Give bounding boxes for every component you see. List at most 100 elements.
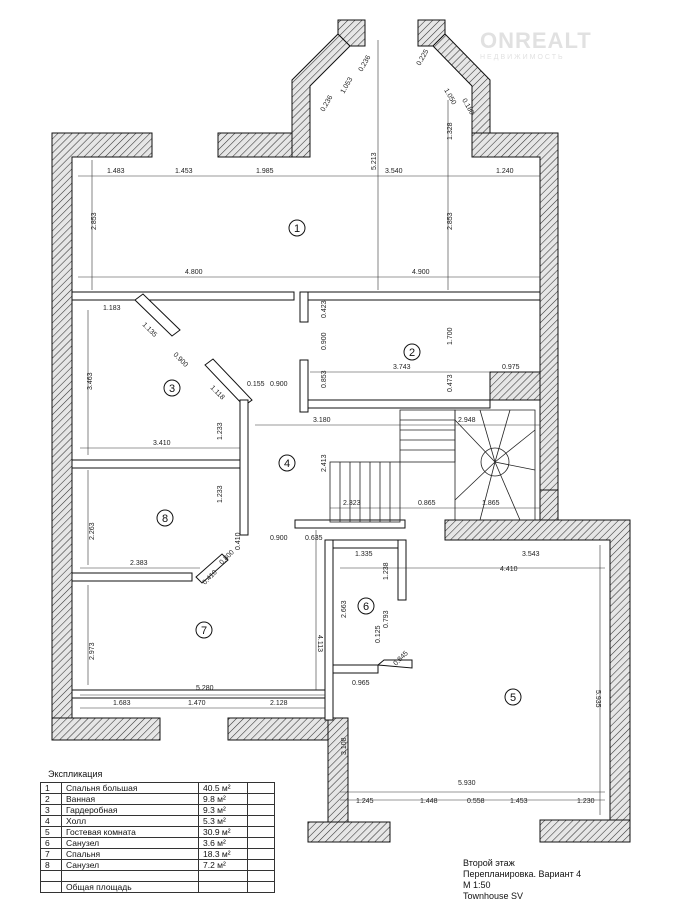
legend-cell-area: 7.2 м²: [198, 859, 248, 871]
dim-label: 1.453: [175, 168, 193, 175]
wall-notch-right: [489, 371, 541, 401]
dim-label: 0.965: [352, 680, 370, 687]
dim-label: 5.935: [594, 690, 601, 708]
dim-label: 1.483: [107, 168, 125, 175]
dim-label: 0.236: [358, 54, 373, 73]
legend-cell-area: 5.3 м²: [198, 815, 248, 827]
room-8-number: 8: [162, 513, 168, 525]
dim-label: 0.900: [270, 381, 288, 388]
legend-row: Общая площадь: [40, 881, 275, 893]
dim-label: 1.335: [355, 551, 373, 558]
legend-cell-name: Санузел: [61, 837, 199, 849]
watermark-sub: НЕДВИЖИМОСТЬ: [480, 54, 565, 61]
room-1-number: 1: [294, 223, 300, 235]
dim-label: 5.213: [371, 152, 378, 170]
dim-label: 1.683: [113, 700, 131, 707]
legend-cell-number: [40, 881, 62, 893]
room-markers: 1 2 3 4 5 6 7 8: [156, 219, 522, 706]
interior-walls: [71, 291, 541, 721]
dim-label: 0.900: [321, 332, 328, 350]
dim-label: 1.230: [577, 798, 595, 805]
dim-label: 4.113: [316, 635, 323, 652]
bay-wall-left: [291, 33, 351, 158]
legend-cell-empty: [247, 782, 275, 794]
dim-label: 1.233: [217, 422, 224, 440]
legend-cell-name: Спальня большая: [61, 782, 199, 794]
dim-label: 1.453: [510, 798, 528, 805]
wall-bottom-mid: [227, 717, 329, 741]
room-3-number: 3: [169, 383, 175, 395]
legend-cell-area: 3.6 м²: [198, 837, 248, 849]
legend-cell-number: 2: [40, 793, 62, 805]
dim-label: 2.853: [91, 212, 98, 230]
wall-right-upper: [471, 132, 559, 521]
legend-cell-name: Спальня: [61, 848, 199, 860]
room-4-number: 4: [284, 458, 290, 470]
dim-label: 3.463: [87, 372, 94, 390]
caption-floor: Второй этаж: [463, 858, 515, 868]
dim-label: 0.236: [320, 94, 335, 113]
legend-cell-number: 8: [40, 859, 62, 871]
dim-label: 1.135: [141, 321, 158, 338]
caption-project: Townhouse SV: [463, 891, 524, 901]
watermark-brand: ONREALT: [480, 28, 592, 53]
legend-cell-empty: [247, 815, 275, 827]
legend-cell-name: Санузел: [61, 859, 199, 871]
dim-label: 0.900: [270, 535, 288, 542]
dim-label: 1.985: [256, 168, 274, 175]
dim-label: 1.238: [383, 562, 390, 580]
dim-label: 1.328: [447, 122, 454, 140]
dim-label: 0.225: [416, 48, 431, 67]
dim-label: 0.410: [235, 532, 242, 550]
legend-cell-area: 40.5 м²: [198, 782, 248, 794]
drawing-caption: Второй этаж Перепланировка. Вариант 4 М …: [463, 858, 581, 902]
legend-cell-empty: [247, 848, 275, 860]
legend-title: Экспликация: [48, 769, 103, 779]
dim-label: 3.108: [341, 737, 348, 755]
dim-label: 2.663: [341, 600, 348, 618]
legend-cell-area: [198, 881, 248, 893]
wall-left: [51, 132, 153, 719]
legend-cell-empty: [247, 881, 275, 893]
dim-label: 1.700: [447, 327, 454, 345]
legend-cell-empty: [247, 837, 275, 849]
legend-cell-area: 30.9 м²: [198, 826, 248, 838]
dim-label: 1.470: [188, 700, 206, 707]
legend-cell-area: [198, 870, 248, 882]
legend-cell-number: 5: [40, 826, 62, 838]
dim-label: 5.930: [458, 780, 476, 787]
wall-bottom-right: [539, 819, 631, 843]
legend-cell-empty: [247, 826, 275, 838]
wall-stair-right: [539, 489, 559, 521]
dim-label: 1.245: [356, 798, 374, 805]
dim-label: 0.800: [218, 549, 235, 566]
dim-label: 2.973: [89, 642, 96, 660]
bay-wall-top-left: [337, 19, 366, 47]
legend-cell-name: [61, 870, 199, 882]
dim-label: 2.128: [270, 700, 288, 707]
exterior-walls: [51, 19, 631, 843]
dim-label: 3.743: [393, 364, 411, 371]
dim-label: 5.280: [196, 685, 214, 692]
dim-label: 3.410: [153, 440, 171, 447]
dim-label: 1.865: [482, 500, 500, 507]
legend-cell-number: [40, 870, 62, 882]
dim-label: 0.635: [305, 535, 323, 542]
wall-top-left: [217, 132, 293, 158]
wall-bottom-center-2: [307, 821, 391, 843]
legend-cell-number: 1: [40, 782, 62, 794]
dim-label: 3.180: [313, 417, 331, 424]
room-7-number: 7: [201, 625, 207, 637]
legend-cell-number: 6: [40, 837, 62, 849]
room-2-number: 2: [409, 347, 415, 359]
legend-cell-area: 9.3 м²: [198, 804, 248, 816]
dim-label: 1.233: [217, 485, 224, 503]
legend-row: [40, 870, 275, 882]
